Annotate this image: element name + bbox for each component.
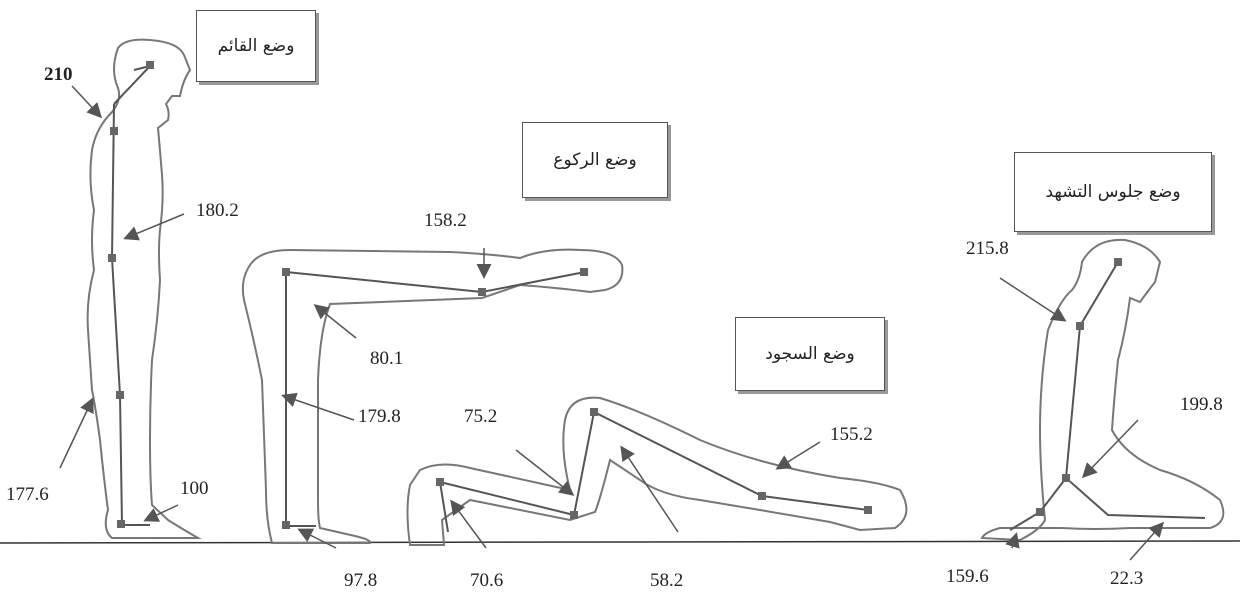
angle-label-prostration-shoulder: 155.2 — [830, 424, 873, 446]
angle-label-bowing-hip: 80.1 — [370, 348, 403, 370]
angle-label-prostration-hip: 75.2 — [464, 406, 497, 428]
ground-line — [0, 541, 1240, 543]
standing-posture-label: وضع القائم — [196, 10, 316, 82]
angle-label-sitting-toe: 159.6 — [946, 566, 989, 588]
bowing-figure — [243, 250, 623, 543]
angle-label-bowing-shoulder: 158.2 — [424, 210, 467, 232]
sitting-posture-label: وضع جلوس التشهد — [1014, 152, 1212, 232]
angle-label-prostration-knee: 58.2 — [650, 570, 683, 592]
sitting-figure — [982, 240, 1223, 540]
angle-label-standing-knee: 177.6 — [6, 484, 49, 506]
prostration-posture-label: وضع السجود — [735, 317, 885, 391]
bowing-posture-label: وضع الركوع — [522, 122, 668, 198]
angle-label-bowing-ankle: 97.8 — [344, 570, 377, 592]
angle-label-prostration-ankle: 70.6 — [470, 570, 503, 592]
angle-label-standing-ankle: 100 — [180, 478, 209, 500]
angle-label-standing-neck: 210 — [44, 64, 73, 86]
angle-label-standing-hip: 180.2 — [196, 200, 239, 222]
angle-label-sitting-knee: 22.3 — [1110, 568, 1143, 590]
standing-figure — [88, 40, 198, 538]
angle-label-bowing-knee: 179.8 — [358, 406, 401, 428]
angle-label-sitting-back: 215.8 — [966, 238, 1009, 260]
angle-label-sitting-hip: 199.8 — [1180, 394, 1223, 416]
